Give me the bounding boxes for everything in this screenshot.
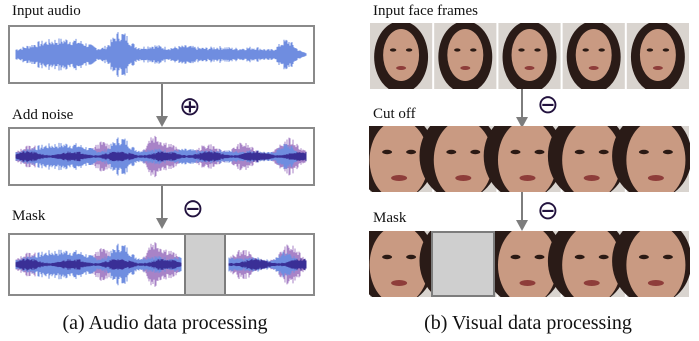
masked-face-frames bbox=[369, 231, 690, 297]
audio-noise-panel bbox=[8, 127, 315, 186]
audio-mask-panel bbox=[8, 233, 315, 296]
masked-face-frame-5 bbox=[612, 231, 690, 297]
cut-face-frame-3 bbox=[483, 126, 564, 192]
mixed-core-signal bbox=[15, 258, 307, 271]
mask-operator-icon: ⊖ bbox=[182, 194, 204, 224]
input-face-frames bbox=[370, 23, 689, 89]
clean-signal bbox=[15, 32, 307, 77]
visual-arrow-2 bbox=[516, 192, 528, 231]
audio-input-panel bbox=[8, 25, 315, 84]
face-frame-2 bbox=[434, 23, 497, 89]
visual-caption: (b) Visual data processing bbox=[424, 312, 632, 334]
visual-input-panel bbox=[369, 23, 690, 89]
add-noise-operator-icon: ⊕ bbox=[179, 92, 201, 122]
cut-operator-icon: ⊖ bbox=[537, 90, 559, 120]
visual-mask-label: Mask bbox=[373, 210, 407, 226]
input-waveform bbox=[15, 32, 307, 77]
audio-input-label: Input audio bbox=[12, 3, 81, 19]
audio-mask-label: Mask bbox=[12, 208, 46, 224]
visual-mask-block bbox=[431, 231, 495, 297]
audio-mask-block bbox=[184, 235, 226, 294]
cut-face-frame-5 bbox=[612, 126, 690, 192]
visual-cut-label: Cut off bbox=[373, 106, 416, 122]
visual-input-label: Input face frames bbox=[373, 3, 478, 19]
masked-face-frame-3 bbox=[483, 231, 564, 297]
visual-mask-panel bbox=[369, 231, 690, 297]
cut-face-frames bbox=[369, 126, 690, 192]
masked-face-frame-1 bbox=[369, 231, 435, 297]
masked-waveform bbox=[15, 242, 307, 287]
audio-caption: (a) Audio data processing bbox=[62, 312, 268, 334]
audio-arrow-1 bbox=[156, 84, 168, 127]
face-frame-4 bbox=[562, 23, 625, 89]
face-frame-1 bbox=[370, 23, 433, 89]
visual-arrow-1 bbox=[516, 89, 528, 128]
visual-cut-panel bbox=[369, 126, 690, 192]
noisy-waveform bbox=[15, 135, 307, 178]
audio-arrow-2 bbox=[156, 186, 168, 229]
visual-mask-operator-icon: ⊖ bbox=[537, 196, 559, 226]
face-frame-3 bbox=[498, 23, 561, 89]
face-frame-5 bbox=[626, 23, 689, 89]
audio-noise-label: Add noise bbox=[12, 107, 74, 123]
mixed-core-signal bbox=[15, 150, 307, 163]
